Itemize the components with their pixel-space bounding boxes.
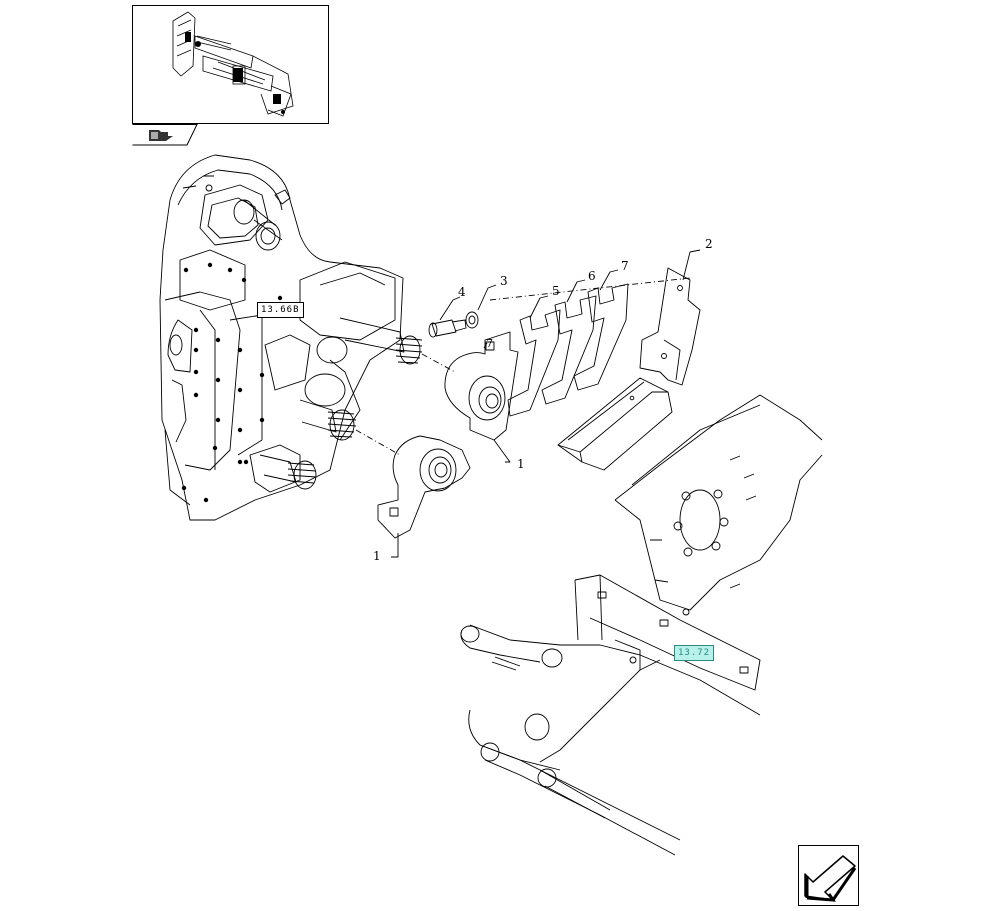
callout-5: 5 [552, 284, 560, 298]
reference-link-13-72[interactable]: 13.72 [674, 645, 715, 661]
overview-thumbnail[interactable] [132, 5, 329, 124]
book-icon [132, 124, 198, 146]
callout-7-secondary: 7 [486, 337, 493, 350]
bolt [428, 319, 467, 338]
callout-7: 7 [621, 259, 629, 273]
shim-6 [541, 295, 597, 405]
washer [465, 311, 479, 329]
bracket [639, 267, 701, 386]
callout-1-lower: 1 [373, 549, 381, 563]
bearing-upper [444, 331, 519, 441]
callout-2: 2 [705, 237, 713, 251]
gearbox-housing [159, 154, 404, 521]
callout-1-upper: 1 [517, 457, 525, 471]
reference-13-66b: 13.66B [257, 302, 304, 318]
bearing-lower [377, 435, 471, 539]
shim-5 [507, 309, 561, 417]
channel-guard [557, 377, 673, 471]
spline-shafts [259, 317, 423, 490]
shim-7 [573, 283, 629, 391]
callout-6: 6 [588, 269, 596, 283]
frame-plate [614, 394, 823, 616]
callout-3: 3 [500, 274, 508, 288]
thumbnail-tab[interactable] [132, 124, 198, 146]
lower-frame [460, 574, 761, 856]
next-page-arrow-icon [804, 855, 857, 902]
callout-4: 4 [458, 285, 466, 299]
next-page-button[interactable] [798, 845, 859, 906]
assembly-overview-icon [172, 11, 294, 117]
callout-leaders [391, 249, 701, 558]
